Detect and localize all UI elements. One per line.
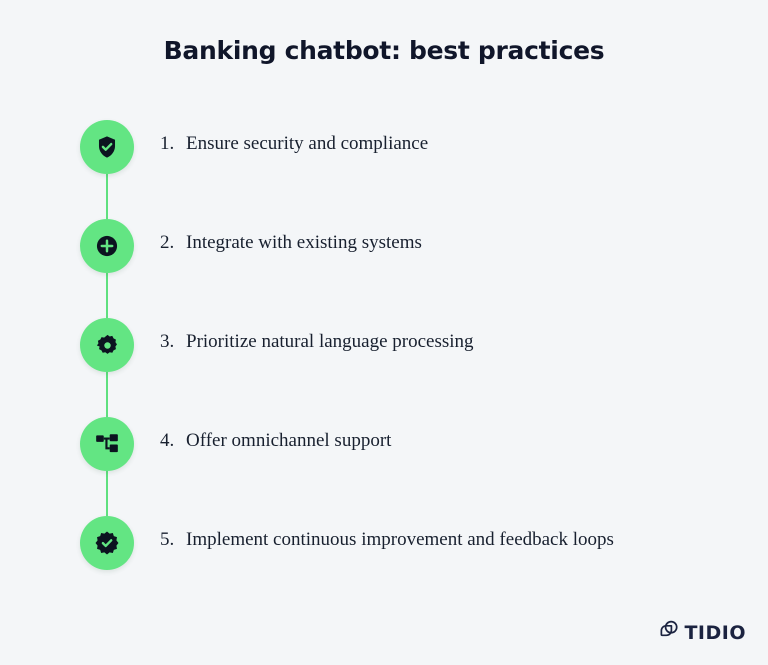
tidio-logo: TIDIO (657, 618, 746, 647)
timeline-connector (106, 273, 108, 318)
step-number: 1. (160, 133, 175, 154)
step-label: Implement continuous improvement and fee… (186, 529, 614, 550)
step-label: Prioritize natural language processing (186, 331, 474, 352)
step-number: 3. (160, 331, 175, 352)
step-bullet (80, 219, 134, 273)
step-number: 5. (160, 529, 175, 550)
step-text: 1. Ensure security and compliance (160, 133, 428, 155)
timeline-connector (106, 174, 108, 219)
sitemap-icon (94, 431, 120, 457)
step-text: 2. Integrate with existing systems (160, 232, 422, 254)
shield-check-icon (94, 134, 120, 160)
plus-circle-icon (94, 233, 120, 259)
step-text: 5. Implement continuous improvement and f… (160, 529, 614, 551)
timeline-step: 4. Offer omnichannel support (0, 417, 768, 516)
timeline-step: 2. Integrate with existing systems (0, 219, 768, 318)
page-title: Banking chatbot: best practices (163, 36, 605, 65)
timeline-step: 5. Implement continuous improvement and f… (0, 516, 768, 615)
step-bullet (80, 120, 134, 174)
gear-icon (95, 333, 120, 358)
chat-bubble-icon (657, 618, 681, 647)
timeline-step: 3. Prioritize natural language processing (0, 318, 768, 417)
steps-timeline: 1. Ensure security and compliance 2. Integ… (0, 120, 768, 615)
step-text: 3. Prioritize natural language processing (160, 331, 474, 353)
step-bullet (80, 516, 134, 570)
step-label: Offer omnichannel support (186, 430, 392, 451)
step-number: 2. (160, 232, 175, 253)
timeline-step: 1. Ensure security and compliance (0, 120, 768, 219)
step-bullet (80, 318, 134, 372)
step-label: Integrate with existing systems (186, 232, 422, 253)
timeline-connector (106, 471, 108, 516)
step-bullet (80, 417, 134, 471)
step-label: Ensure security and compliance (186, 133, 429, 154)
step-text: 4. Offer omnichannel support (160, 430, 391, 452)
step-number: 4. (160, 430, 175, 451)
logo-wordmark: TIDIO (684, 621, 746, 644)
badge-check-icon (94, 530, 120, 556)
timeline-connector (106, 372, 108, 417)
